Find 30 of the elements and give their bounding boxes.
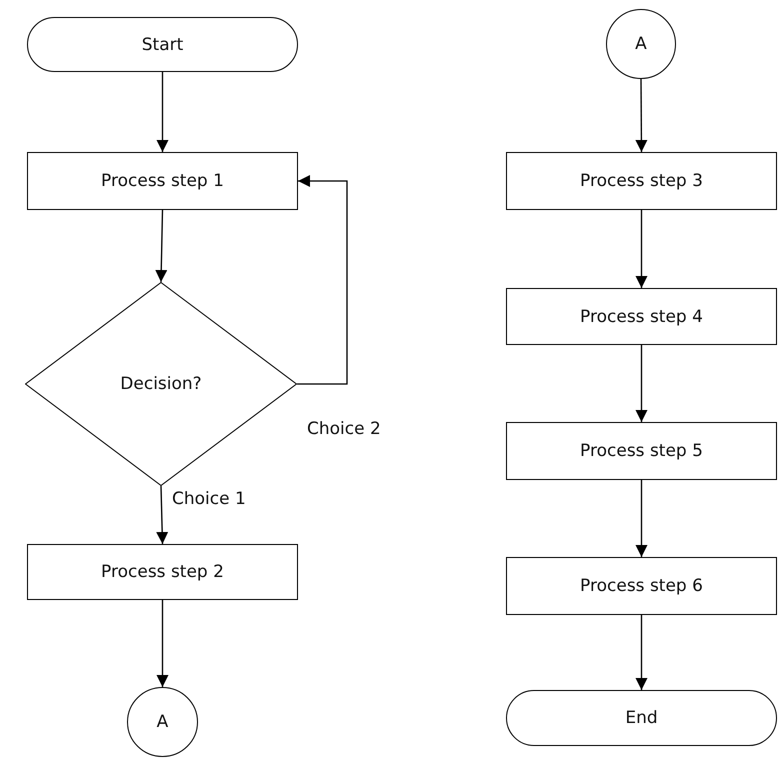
arrow	[297, 175, 348, 385]
arrow	[636, 480, 648, 557]
arrow	[636, 345, 648, 422]
arrow	[635, 79, 648, 152]
node-label: Process step 1	[101, 171, 224, 191]
arrow	[155, 210, 168, 282]
node-label: Process step 5	[580, 441, 703, 461]
node-label: Process step 2	[101, 562, 224, 582]
node-label: End	[625, 708, 658, 728]
process-box	[506, 152, 777, 210]
connector-circle	[127, 687, 198, 757]
process-box	[506, 422, 777, 480]
node-label: Process step 3	[580, 171, 703, 191]
connector-circle	[606, 9, 676, 79]
process-box	[27, 544, 298, 600]
node-label: A	[156, 712, 168, 732]
node-label: Decision?	[120, 374, 202, 394]
process-box	[27, 152, 298, 210]
arrow	[156, 486, 168, 544]
arrow	[156, 72, 168, 152]
node-label: Process step 6	[580, 576, 703, 596]
arrow	[156, 600, 168, 687]
arrow	[636, 615, 648, 690]
process-box	[506, 557, 777, 615]
node-label: A	[635, 34, 647, 54]
node-label: Start	[142, 34, 184, 54]
node-label: Process step 4	[580, 306, 703, 326]
decision-diamond	[25, 282, 297, 486]
arrow	[636, 210, 648, 288]
process-box	[506, 288, 777, 345]
